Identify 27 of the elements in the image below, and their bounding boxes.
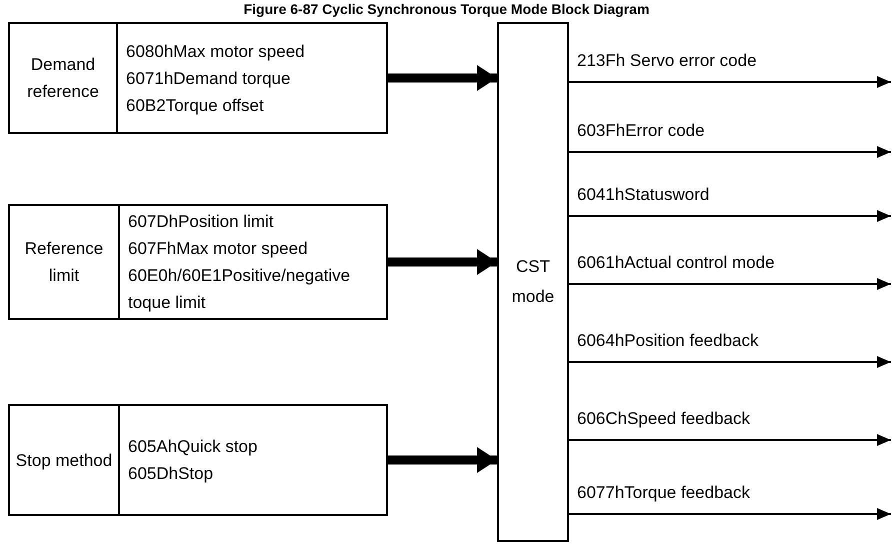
arrow <box>569 278 891 290</box>
parameter-text: 607FhMax motor speed <box>128 238 309 260</box>
group-heading: Reference limit <box>24 238 104 287</box>
parameter-text: 6071hDemand torque <box>126 68 292 90</box>
parameter-group-box <box>8 404 388 516</box>
diagram-title: Figure 6-87 Cyclic Synchronous Torque Mode Block Diagram <box>242 0 650 18</box>
arrow <box>569 356 891 368</box>
parameter-group-box <box>8 204 388 320</box>
arrow <box>569 210 891 222</box>
mode-label: CST mode <box>510 256 556 308</box>
group-heading: Demand reference <box>26 54 100 103</box>
arrow <box>569 146 891 158</box>
group-heading: Stop method <box>16 450 112 472</box>
arrow <box>569 76 891 88</box>
block-arrow <box>388 447 497 473</box>
arrow <box>569 434 891 446</box>
parameter-text: 6080hMax motor speed <box>126 40 306 62</box>
parameter-text: 60B2Torque offset <box>126 94 265 116</box>
parameter-text: 607DhPosition limit <box>128 211 275 233</box>
parameter-text: 605AhQuick stop <box>128 436 258 458</box>
parameter-group-box <box>8 22 388 134</box>
parameter-text: 605DhStop <box>128 463 214 485</box>
mode-box <box>497 22 569 542</box>
arrow <box>569 508 891 520</box>
block-arrow <box>388 249 497 275</box>
block-arrow <box>388 65 497 91</box>
parameter-text: 60E0h/60E1Positive/negative toque limit <box>128 265 352 314</box>
